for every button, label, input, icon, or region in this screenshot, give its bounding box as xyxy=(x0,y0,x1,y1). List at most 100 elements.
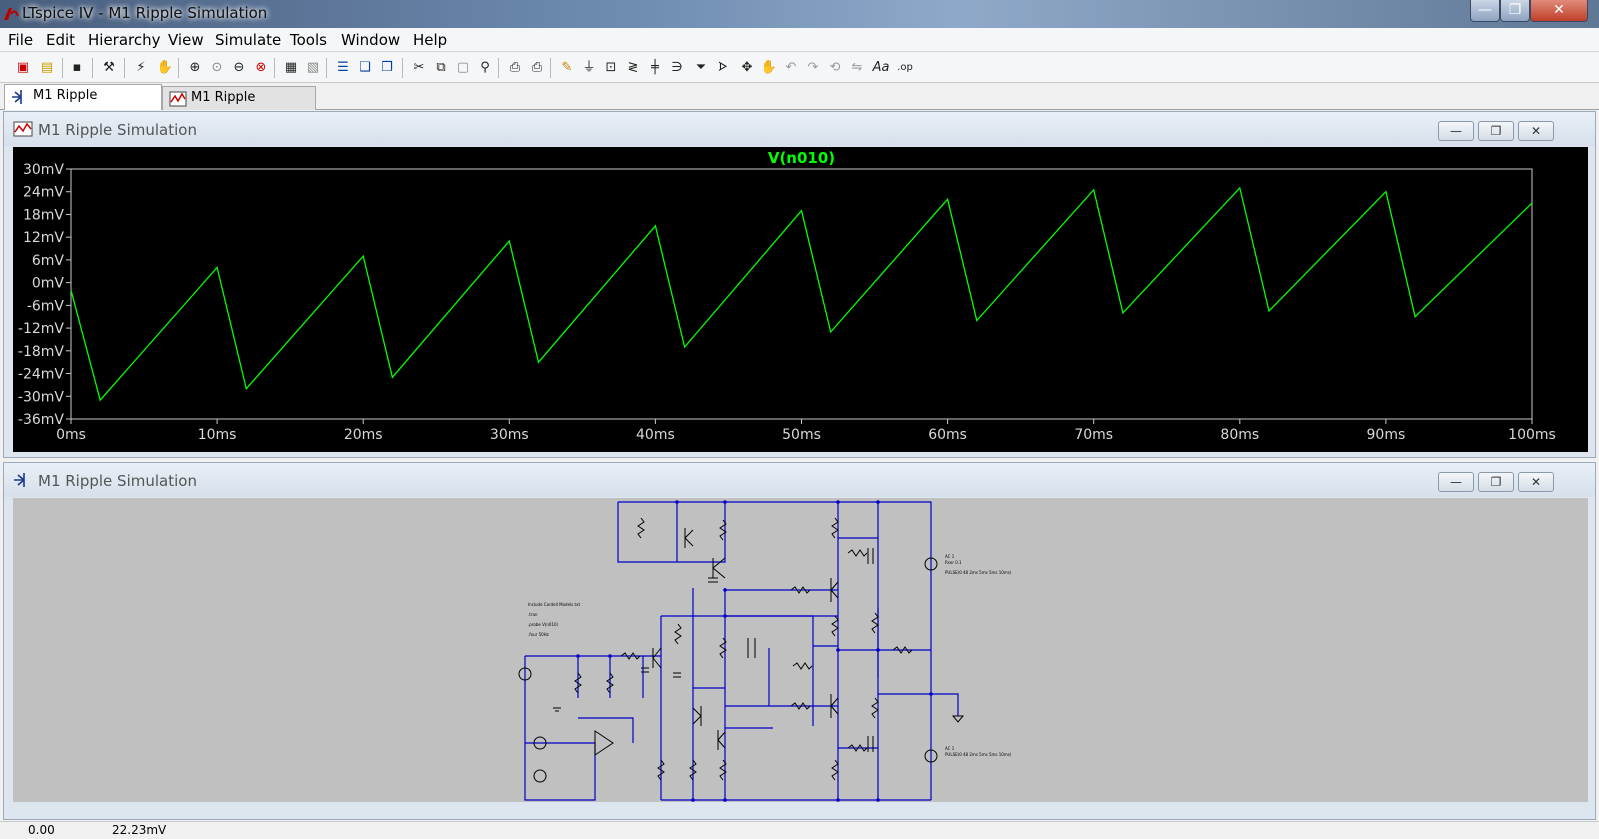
waveform-window-title: M1 Ripple Simulation xyxy=(38,121,197,139)
text-icon[interactable]: Aa xyxy=(872,60,890,75)
mirror-icon[interactable]: ⇋ xyxy=(851,60,863,75)
menu-edit[interactable]: Edit xyxy=(46,31,76,49)
component-icon[interactable]: ᗌ xyxy=(718,60,728,75)
window-title: LTspice IV - M1 Ripple Simulation xyxy=(22,4,268,22)
menu-bar: File Edit Hierarchy View Simulate Tools … xyxy=(0,28,1599,52)
schematic-window-title: M1 Ripple Simulation xyxy=(38,472,197,490)
waveform-minimize-button[interactable]: — xyxy=(1438,121,1474,141)
cascade-icon[interactable]: ❒ xyxy=(381,60,393,75)
title-bar: LTspice IV - M1 Ripple Simulation — ❐ ✕ xyxy=(0,0,1599,28)
open-icon[interactable]: ▤ xyxy=(40,60,54,75)
capacitor-icon[interactable]: ╪ xyxy=(651,60,659,75)
tile-vertical-icon[interactable]: ❑ xyxy=(359,60,371,75)
status-bar: 0.00 22.23mV xyxy=(0,821,1599,839)
rotate-icon[interactable]: ⟲ xyxy=(829,60,841,75)
paste-icon[interactable]: ▢ xyxy=(456,60,470,75)
find-icon[interactable]: ⚲ xyxy=(480,60,490,75)
resistor-icon[interactable]: ≷ xyxy=(627,60,639,75)
y-tick-label: 6mV xyxy=(32,253,65,269)
schematic-window: M1 Ripple Simulation — ❐ ✕ xyxy=(3,462,1596,820)
x-tick-label: 10ms xyxy=(198,427,237,443)
label-net-icon[interactable]: ⊡ xyxy=(605,60,617,75)
schematic-drawing[interactable]: Include Cordell Models.txt .tran .probe … xyxy=(13,498,1588,802)
schematic-minimize-button[interactable]: — xyxy=(1438,472,1474,492)
halt-icon[interactable]: ✋ xyxy=(156,60,174,75)
schematic-icon xyxy=(12,90,22,104)
ltspice-logo-icon xyxy=(4,8,19,20)
drag-icon[interactable]: ✋ xyxy=(760,60,778,75)
waveform-restore-button[interactable]: ❐ xyxy=(1478,121,1514,141)
schematic-labels: Include Cordell Models.txt .tran .probe … xyxy=(528,554,1012,757)
plot-settings-icon[interactable]: ▧ xyxy=(306,60,320,75)
waveform-plot-svg[interactable]: V(n010)30mV24mV18mV12mV6mV0mV-6mV-12mV-1… xyxy=(13,147,1588,452)
y-tick-label: -36mV xyxy=(18,412,65,428)
autorange-icon[interactable]: ▦ xyxy=(284,60,298,75)
menu-tools[interactable]: Tools xyxy=(290,31,327,49)
window-close-button[interactable]: ✕ xyxy=(1530,0,1588,22)
menu-hierarchy[interactable]: Hierarchy xyxy=(88,31,161,49)
zoom-out-icon[interactable]: ⊖ xyxy=(233,60,245,75)
menu-simulate[interactable]: Simulate xyxy=(215,31,282,49)
pan-icon[interactable]: ⊙ xyxy=(211,60,223,75)
ground-icon[interactable]: ⏚ xyxy=(582,60,596,75)
draw-wire-icon[interactable]: ✎ xyxy=(561,60,573,75)
inductor-icon[interactable]: ∋ xyxy=(671,60,683,75)
schematic-junctions xyxy=(576,500,933,802)
x-tick-label: 100ms xyxy=(1508,427,1556,443)
schematic-close-button[interactable]: ✕ xyxy=(1518,472,1554,492)
tab-schematic[interactable]: M1 Ripple Simulation xyxy=(4,84,162,125)
x-tick-label: 0ms xyxy=(56,427,86,443)
zoom-fit-icon[interactable]: ⊗ xyxy=(255,60,267,75)
tab-waveform[interactable]: M1 Ripple Simulation xyxy=(162,86,316,127)
menu-view[interactable]: View xyxy=(168,31,204,49)
window-maximize-button[interactable]: ❐ xyxy=(1500,0,1530,22)
schematic-restore-button[interactable]: ❐ xyxy=(1478,472,1514,492)
x-tick-label: 60ms xyxy=(928,427,967,443)
svg-text:AC 1: AC 1 xyxy=(945,554,955,559)
redo-icon[interactable]: ↷ xyxy=(807,60,819,75)
diode-icon[interactable]: ⏷ xyxy=(695,60,707,75)
y-tick-label: -6mV xyxy=(27,298,65,314)
menu-file[interactable]: File xyxy=(8,31,34,49)
control-panel-icon[interactable]: ⚒ xyxy=(103,60,115,75)
trace-vn010 xyxy=(70,186,1533,402)
waveform-close-button[interactable]: ✕ xyxy=(1518,121,1554,141)
zoom-in-icon[interactable]: ⊕ xyxy=(189,60,201,75)
svg-text:Rser 0.1: Rser 0.1 xyxy=(945,560,962,565)
new-schematic-icon[interactable]: ▣ xyxy=(16,60,30,75)
undo-icon[interactable]: ↶ xyxy=(785,60,797,75)
run-icon[interactable]: ⚡ xyxy=(136,60,146,75)
svg-text:AC 1: AC 1 xyxy=(945,746,955,751)
schematic-wires xyxy=(524,501,959,801)
cut-icon[interactable]: ✂ xyxy=(413,60,425,75)
tile-horizontal-icon[interactable]: ☰ xyxy=(337,60,349,75)
save-icon[interactable]: ▪ xyxy=(72,60,82,75)
x-tick-label: 80ms xyxy=(1220,427,1259,443)
schematic-canvas[interactable]: Include Cordell Models.txt .tran .probe … xyxy=(13,498,1588,802)
y-tick-label: -24mV xyxy=(18,367,65,383)
x-tick-label: 30ms xyxy=(490,427,529,443)
y-tick-label: 0mV xyxy=(32,276,65,292)
menu-window[interactable]: Window xyxy=(341,31,401,49)
y-tick-label: 30mV xyxy=(23,162,64,178)
print-icon[interactable]: ⎙ xyxy=(531,60,543,75)
y-tick-label: -30mV xyxy=(18,389,65,405)
spice-directive-icon[interactable]: .op xyxy=(897,62,913,73)
svg-text:.tran: .tran xyxy=(528,612,538,617)
move-icon[interactable]: ✥ xyxy=(741,60,753,75)
svg-text:PULSE(0 48 2ms 5ms 5ms 10ms): PULSE(0 48 2ms 5ms 5ms 10ms) xyxy=(945,752,1012,757)
copy-icon[interactable]: ⧉ xyxy=(436,60,446,75)
print-setup-icon[interactable]: ⎙ xyxy=(509,60,521,75)
menu-help[interactable]: Help xyxy=(413,31,448,49)
x-tick-label: 70ms xyxy=(1074,427,1113,443)
schematic-window-header: M1 Ripple Simulation — ❐ ✕ xyxy=(4,463,1595,497)
y-tick-label: 12mV xyxy=(23,230,64,246)
y-tick-label: -12mV xyxy=(18,321,65,337)
document-tabs: M1 Ripple Simulation M1 Ripple Simulatio… xyxy=(0,84,1599,127)
x-tick-label: 50ms xyxy=(782,427,821,443)
window-minimize-button[interactable]: — xyxy=(1470,0,1500,22)
svg-text:PULSE(0 48 2ms 5ms 5ms 10ms): PULSE(0 48 2ms 5ms 5ms 10ms) xyxy=(945,570,1012,575)
svg-text:Include Cordell Models.txt: Include Cordell Models.txt xyxy=(528,602,580,607)
